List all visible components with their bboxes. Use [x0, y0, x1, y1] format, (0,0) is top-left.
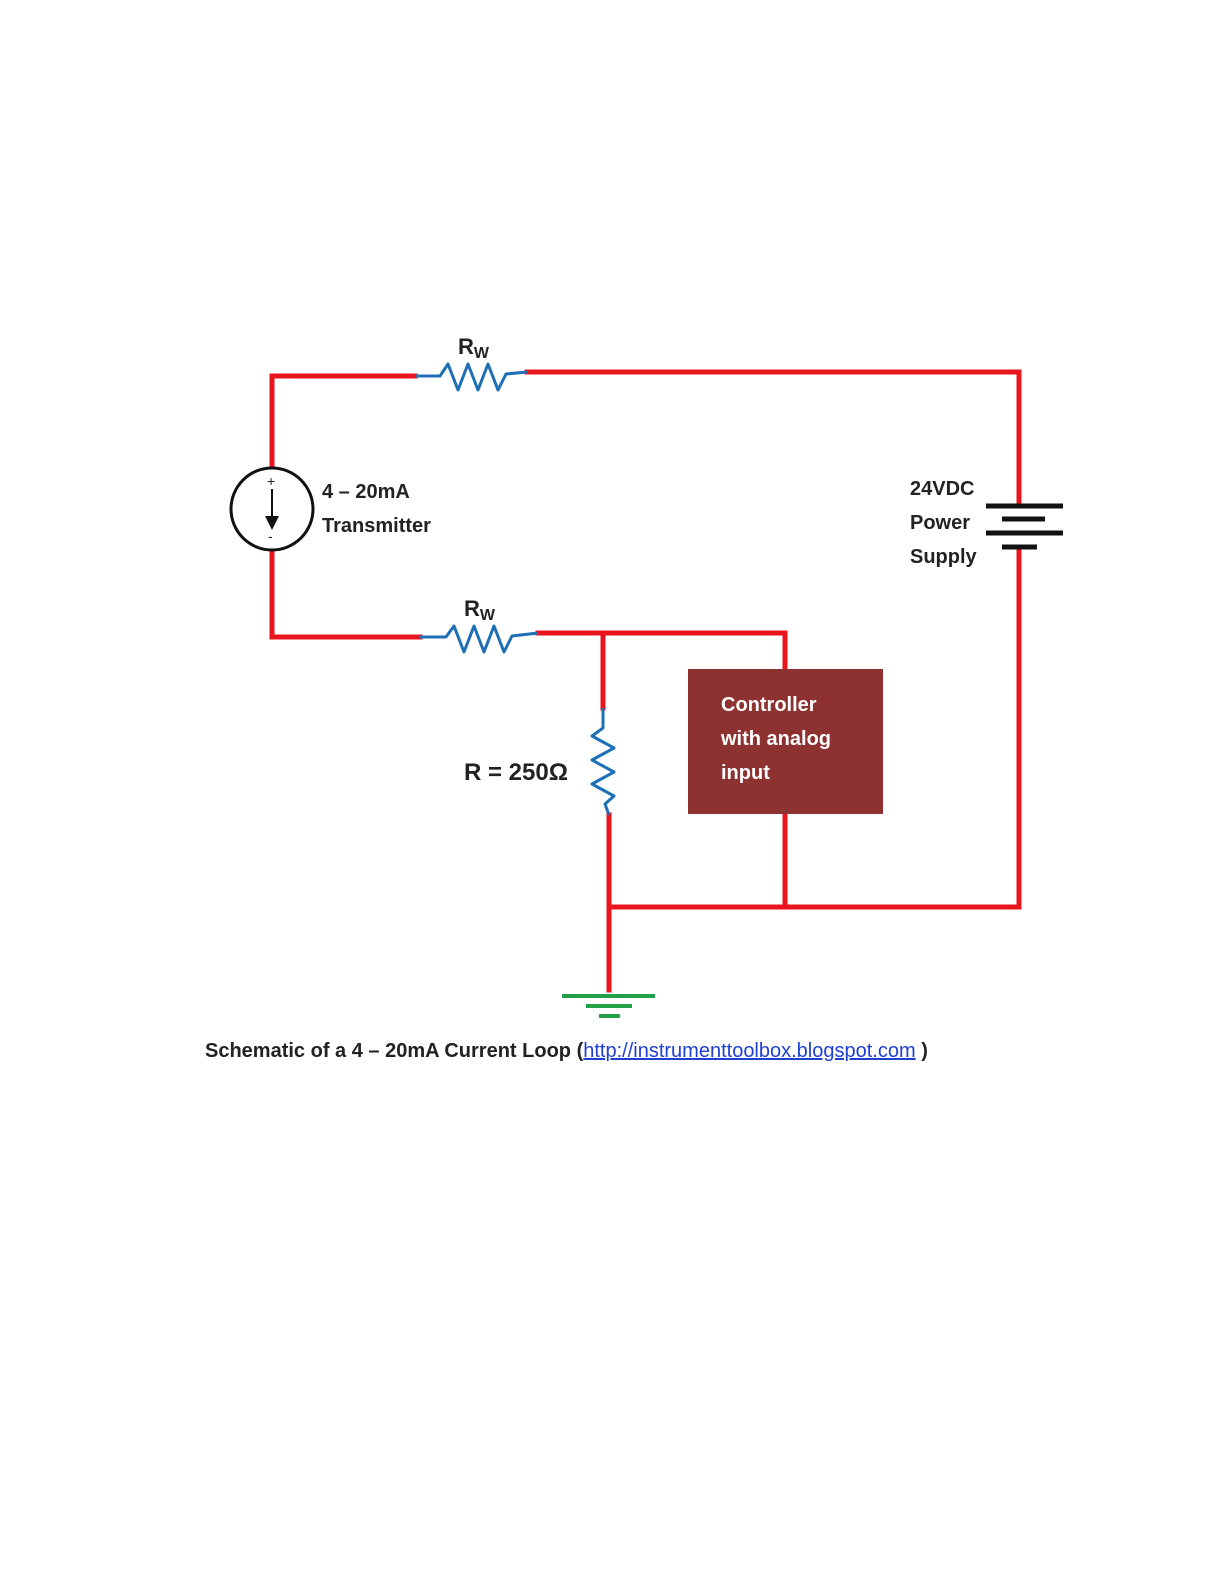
controller-label-line3: input — [721, 762, 770, 784]
rw-top-zigzag — [415, 364, 527, 390]
resistor-250-label: R = 250Ω — [464, 759, 568, 786]
rw-bottom-label: RW — [464, 596, 496, 624]
transmitter-label-line1: 4 – 20mA — [322, 481, 410, 503]
resistor-250-ohm: R = 250Ω — [464, 708, 614, 815]
caption-suffix: ) — [916, 1040, 928, 1062]
transmitter-minus: - — [268, 528, 273, 544]
caption-link[interactable]: http://instrumenttoolbox.blogspot.com — [583, 1040, 915, 1062]
resistor-rw-bottom: RW — [420, 596, 538, 652]
wire-top-left — [272, 376, 415, 467]
power-supply-battery: 24VDC Power Supply — [910, 478, 1063, 568]
caption-text: Schematic of a 4 – 20mA Current Loop ( — [205, 1040, 583, 1062]
transmitter-plus: + — [267, 473, 275, 489]
controller-label-line1: Controller — [721, 694, 817, 716]
rw-top-label: RW — [458, 334, 490, 362]
controller-label-line2: with analog — [720, 728, 831, 750]
transmitter-current-source: + - 4 – 20mA Transmitter — [231, 468, 431, 550]
figure-caption: Schematic of a 4 – 20mA Current Loop (ht… — [205, 1040, 928, 1063]
power-supply-label-line1: 24VDC — [910, 478, 974, 500]
rw-bottom-zigzag — [420, 626, 538, 652]
resistor-rw-top: RW — [415, 334, 527, 390]
transmitter-label-line2: Transmitter — [322, 515, 431, 537]
wire-to-controller — [538, 633, 785, 669]
controller-box: Controller with analog input — [688, 669, 883, 814]
wires — [272, 372, 1019, 990]
ground-icon — [562, 996, 655, 1016]
power-supply-label-line3: Supply — [910, 546, 978, 568]
power-supply-label-line2: Power — [910, 512, 970, 534]
wire-bottom-left — [272, 552, 420, 637]
resistor-250-zigzag — [592, 708, 614, 815]
